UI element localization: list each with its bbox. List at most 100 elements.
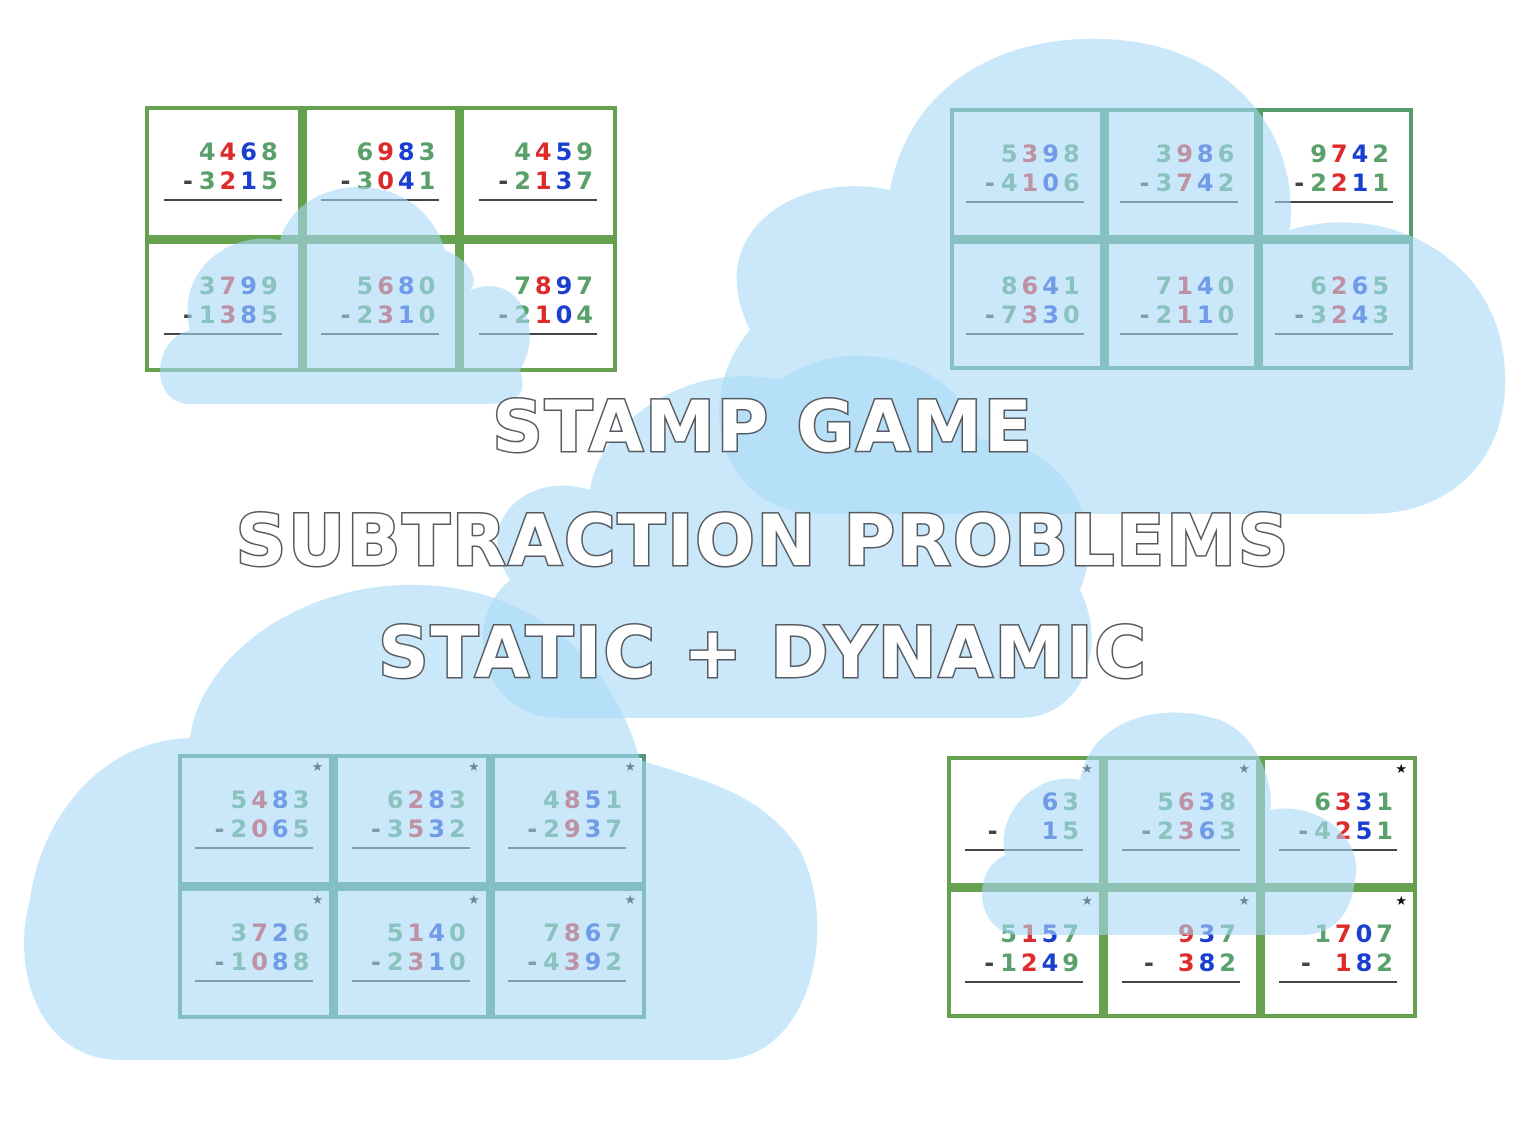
- digit: 1: [240, 167, 261, 195]
- digit: 7: [605, 815, 626, 843]
- minus-sign: -: [498, 167, 513, 195]
- digit: 0: [1217, 300, 1239, 329]
- digit: 5: [407, 815, 429, 843]
- star-icon: ★: [311, 760, 324, 775]
- digit: 2: [1334, 817, 1356, 845]
- digit: 3: [584, 815, 606, 843]
- minus-sign: -: [1139, 300, 1154, 329]
- digit: 3: [219, 300, 241, 329]
- digit: 2: [514, 167, 535, 195]
- digit: 3: [1198, 919, 1220, 948]
- digit: 4: [397, 167, 419, 195]
- star-icon: ★: [1395, 893, 1407, 909]
- digit: 6: [1198, 817, 1220, 845]
- digit: 7: [1219, 919, 1240, 948]
- digit: 8: [1062, 140, 1084, 168]
- digit: 4: [251, 786, 272, 814]
- digit: 3: [1177, 817, 1199, 845]
- digit: 8: [240, 300, 261, 329]
- digit: 6: [1217, 140, 1239, 168]
- star-icon: ★: [1081, 893, 1093, 909]
- digit: 7: [1062, 919, 1083, 948]
- digit: 9: [1062, 948, 1083, 977]
- digit: 7: [1376, 919, 1397, 948]
- digit: 6: [584, 919, 606, 947]
- digit: 5: [356, 271, 378, 300]
- digit: 3: [563, 948, 585, 976]
- digit: 8: [563, 919, 585, 947]
- digit: 4: [543, 948, 564, 976]
- digit: 0: [377, 167, 398, 195]
- digit: 7: [219, 271, 241, 300]
- digit: 3: [356, 167, 378, 195]
- star-icon: ★: [1395, 762, 1407, 777]
- answer-line: [321, 199, 440, 201]
- digit: 3: [386, 815, 408, 843]
- digit: 6: [1062, 169, 1084, 197]
- digit: 1: [1372, 169, 1393, 197]
- answer-line: [1122, 849, 1240, 851]
- digit: 2: [1330, 271, 1352, 300]
- minus-sign: -: [1300, 948, 1315, 977]
- digit: 3: [1198, 788, 1220, 816]
- digit: 3: [1219, 817, 1240, 845]
- digit: 5: [1355, 817, 1377, 845]
- star-icon: ★: [311, 893, 324, 908]
- digit: 3: [407, 948, 429, 976]
- digit: 1: [198, 300, 220, 329]
- title-line-3: STATIC + DYNAMIC: [377, 611, 1148, 696]
- digit: 3: [1355, 788, 1377, 816]
- digit: 8: [428, 786, 449, 814]
- answer-line: [965, 332, 1084, 335]
- digit: 0: [1062, 300, 1084, 329]
- digit: 0: [251, 815, 272, 843]
- digit: 8: [271, 786, 293, 814]
- digit: 9: [377, 138, 398, 166]
- answer-line: [1275, 201, 1393, 203]
- digit: 4: [219, 138, 241, 166]
- digit: 4: [428, 919, 449, 947]
- digit: 3: [1155, 140, 1177, 168]
- star-icon: ★: [624, 893, 636, 908]
- digit: 3: [230, 919, 252, 947]
- minus-sign: -: [1139, 169, 1154, 197]
- digit: 2: [1310, 169, 1331, 197]
- digit: 4: [1351, 300, 1373, 329]
- digit: 5: [230, 786, 252, 814]
- digit: 9: [240, 271, 261, 300]
